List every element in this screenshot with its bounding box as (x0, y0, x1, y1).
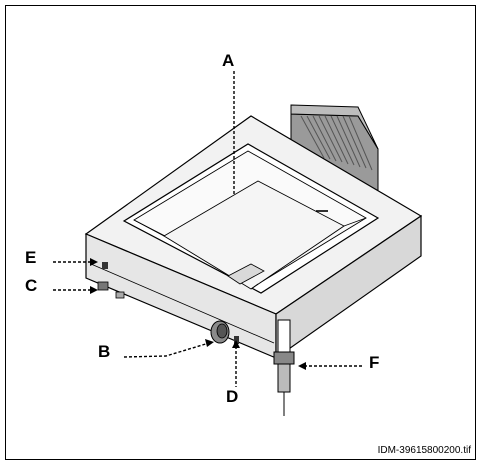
image-reference: IDM-39615800200.tif (377, 445, 471, 456)
leader-b (123, 342, 210, 358)
control-knob (210, 320, 230, 344)
label-f: F (369, 353, 380, 372)
figure-frame: A E C B D F IDM-39615800200.tif (5, 5, 476, 460)
indicator-light-d (234, 336, 239, 344)
label-e: E (25, 248, 37, 267)
arrowhead-c (90, 286, 98, 294)
appliance-drawing (53, 71, 423, 416)
label-a: A (222, 51, 235, 70)
arrowhead-d (232, 340, 240, 348)
pan-well (122, 143, 380, 294)
label-c: C (25, 276, 38, 295)
label-d: D (226, 387, 239, 406)
arrowhead-f (298, 362, 306, 370)
label-b: B (98, 342, 111, 361)
arrowhead-e (90, 258, 98, 266)
backsplash-panel (290, 104, 379, 197)
arrowhead-b (205, 339, 214, 347)
indicator-light-e (102, 262, 108, 269)
water-inlet-pipe (273, 319, 295, 416)
fitting-c (97, 281, 125, 299)
